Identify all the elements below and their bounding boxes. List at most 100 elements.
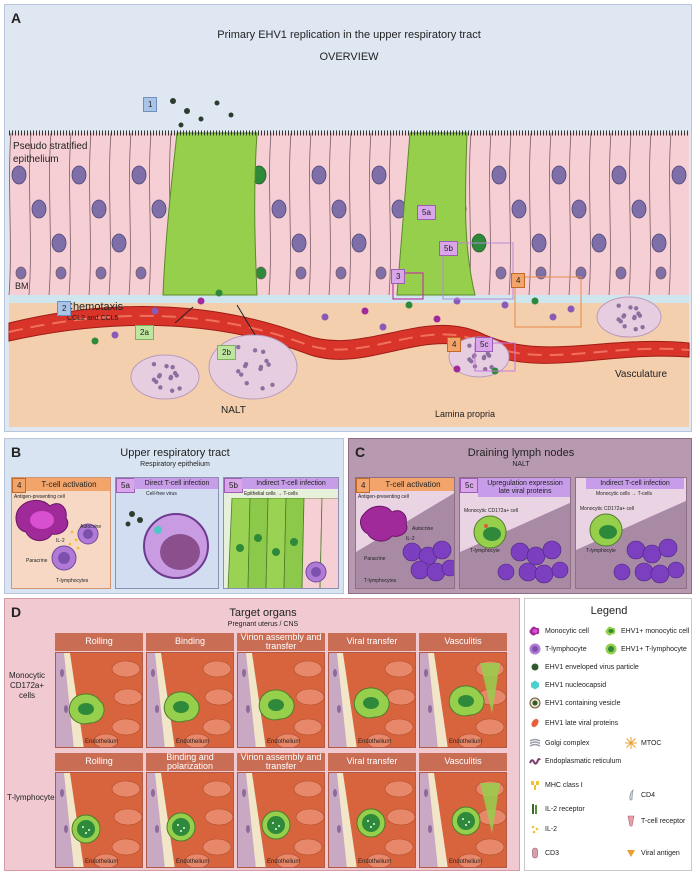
- cd3-icon: [532, 847, 538, 859]
- panel-b-box-activation: 4 T-cell activation Antigen-presenting c…: [11, 477, 111, 589]
- panel-c-box2-title: Upregulation expression late viral prote…: [478, 478, 570, 498]
- enveloped-virus-icon: [531, 663, 539, 671]
- panel-b-subtitle: Respiratory epithelium: [140, 461, 210, 468]
- t-cell-receptor-icon: [627, 815, 635, 827]
- label-nalt: NALT: [221, 405, 246, 416]
- panel-d-row1-step-2-illustration: [146, 652, 234, 748]
- panel-d-row2-step-5-illustration: [419, 772, 507, 868]
- virus-particles-apical: [170, 98, 234, 128]
- cd4-icon: [629, 789, 634, 801]
- label-epithelium: Pseudo stratified epithelium: [13, 141, 88, 165]
- legend-er-label: Endoplasmatic reticulum: [545, 757, 622, 765]
- panel-d-row2-step-2-endothelium-label: Endothelium: [176, 859, 210, 865]
- panel-b-box2-num: 5a: [116, 478, 135, 493]
- legend-cd4-label: CD4: [641, 791, 656, 799]
- panel-d-row2-step-3-illustration: [237, 772, 325, 868]
- panel-b-box-indirect: 5b Indirect T-cell infection Epithelial …: [223, 477, 339, 589]
- legend-late-label: EHV1 late viral proteins: [545, 719, 619, 727]
- legend-vesicle: EHV1 containing vesicle: [529, 697, 621, 709]
- panel-d-row1-step-1-illustration: [55, 652, 143, 748]
- legend-golgi: Golgi complex: [529, 737, 589, 749]
- panel-d-row2-step-1-title: Rolling: [55, 753, 143, 771]
- legend-tcr: T-cell receptor: [625, 815, 685, 827]
- direct-infection-illustration: [125, 511, 209, 579]
- airway-illustration: [8, 98, 690, 427]
- panel-c-il2-label: IL-2: [406, 536, 415, 542]
- mtoc-icon: [625, 737, 637, 749]
- il2-icon: [531, 825, 539, 834]
- panel-d-row2-step-1-endothelium-label: Endothelium: [85, 859, 119, 865]
- badge-5c: 5c: [475, 337, 494, 352]
- label-bm: BM: [15, 281, 29, 291]
- panel-b-box3-num: 5b: [224, 478, 243, 493]
- panel-d-row1-label: Monocytic CD172a+ cells: [9, 671, 46, 700]
- legend-il2-label: IL-2: [545, 825, 558, 833]
- legend-monocytic-label: Monocytic cell: [545, 627, 589, 635]
- panel-c-box3-sub: Monocytic cells → T-cells: [596, 491, 653, 497]
- late-viral-proteins-icon: [531, 718, 539, 728]
- panel-d-row1-step-5-title: Vasculitis: [419, 633, 507, 651]
- panel-d-row2-step-1-illustration: [55, 772, 143, 868]
- panel-d-row1-step-1-title: Rolling: [55, 633, 143, 651]
- label-chemotaxis: Chemotaxis: [65, 301, 124, 313]
- indirect-infection-illustration: [227, 498, 338, 588]
- lymph-indirect-illustration: [576, 500, 686, 588]
- panel-c-autocrine-label: Autocrine: [412, 526, 434, 532]
- panel-d-row2-step-2-illustration: [146, 772, 234, 868]
- panel-c-tlym2-label: T-lymphocyte: [470, 548, 500, 554]
- panel-b-paracrine-label: Paracrine: [26, 558, 48, 564]
- golgi-icon: [529, 738, 541, 747]
- panel-c-box2-num: 5c: [460, 478, 479, 493]
- panel-d-letter: D: [11, 604, 22, 620]
- panel-c-tlym3-label: T-lymphocyte: [586, 548, 616, 554]
- panel-c-apc-label: Antigen-presenting cell: [358, 494, 409, 500]
- apc-illustration: [15, 500, 99, 571]
- legend-mtoc-label: MTOC: [641, 739, 662, 747]
- nucleocapsid-icon: [531, 680, 539, 690]
- il2-receptor-icon: [532, 804, 537, 814]
- infected-region-2: [396, 132, 476, 296]
- panel-d-row2-step-5-title: Vasculitis: [419, 753, 507, 771]
- panel-c: C Draining lymph nodes NALT 4 T-cell act…: [348, 438, 692, 594]
- badge-4b: 4: [447, 337, 462, 352]
- legend-mhc: MHC class I: [529, 779, 583, 791]
- panel-d-row2-step-5-endothelium-label: Endothelium: [449, 859, 483, 865]
- legend-enveloped-label: EHV1 enveloped virus particle: [545, 663, 639, 671]
- panel-c-box-indirect: Indirect T-cell infection Monocytic cell…: [575, 477, 687, 589]
- badge-3: 3: [391, 269, 406, 284]
- panel-b-box3-title: Indirect T-cell infection: [242, 478, 338, 489]
- panel-c-box-upregulation: 5c Upregulation expression late viral pr…: [459, 477, 571, 589]
- lymph-apc-illustration: [356, 493, 454, 588]
- legend-ehv-tlym-label: EHV1+ T-lymphocyte: [621, 645, 687, 653]
- panel-d-row2-step-4-endothelium-label: Endothelium: [358, 859, 392, 865]
- panel-d-row1-step-2-endothelium-label: Endothelium: [176, 739, 210, 745]
- panel-c-letter: C: [355, 444, 366, 460]
- panel-b-box1-num: 4: [12, 478, 27, 493]
- panel-b-box2-sub: Cell-free virus: [146, 491, 177, 497]
- panel-b-title: Upper respiratory tract: [120, 447, 230, 459]
- panel-d-row1-step-3-illustration: [237, 652, 325, 748]
- legend-cd3: CD3: [529, 847, 559, 859]
- panel-c-box-activation: 4 T-cell activation Antigen-presenting c…: [355, 477, 455, 589]
- panel-c-subtitle: NALT: [512, 461, 530, 468]
- legend-golgi-label: Golgi complex: [545, 739, 590, 747]
- panel-d-row1-step-3-title: Virion assembly and transfer: [237, 632, 325, 651]
- panel-d-row1-step-3-endothelium-label: Endothelium: [267, 739, 301, 745]
- panel-d-row1-step-4-title: Viral transfer: [328, 633, 416, 651]
- panel-d-subtitle: Pregnant uterus / CNS: [227, 621, 299, 628]
- epithelium-layer: [9, 133, 689, 295]
- legend-il2r: IL-2 receptor: [529, 803, 585, 815]
- panel-d-row1-step-5-illustration: [419, 652, 507, 748]
- ehv1-monocytic-cell-icon: [605, 626, 616, 636]
- panel-d-row1-step-1-endothelium-label: Endothelium: [85, 739, 119, 745]
- legend-er: Endoplasmatic reticulum: [529, 755, 621, 767]
- panel-b-box2-title: Direct T-cell infection: [134, 478, 218, 489]
- panel-c-box1-num: 4: [356, 478, 371, 493]
- panel-a-title: Primary EHV1 replication in the upper re…: [217, 29, 481, 41]
- legend-viral-ag: Viral antigen: [625, 847, 680, 859]
- panel-b-box-direct: 5a Direct T-cell infection Cell-free vir…: [115, 477, 219, 589]
- badge-5b: 5b: [439, 241, 458, 256]
- badge-2a: 2a: [135, 325, 154, 340]
- panel-b-box3-sub: Epithelial cells → T-cells: [244, 491, 298, 497]
- legend-viral-ag-label: Viral antigen: [641, 849, 680, 857]
